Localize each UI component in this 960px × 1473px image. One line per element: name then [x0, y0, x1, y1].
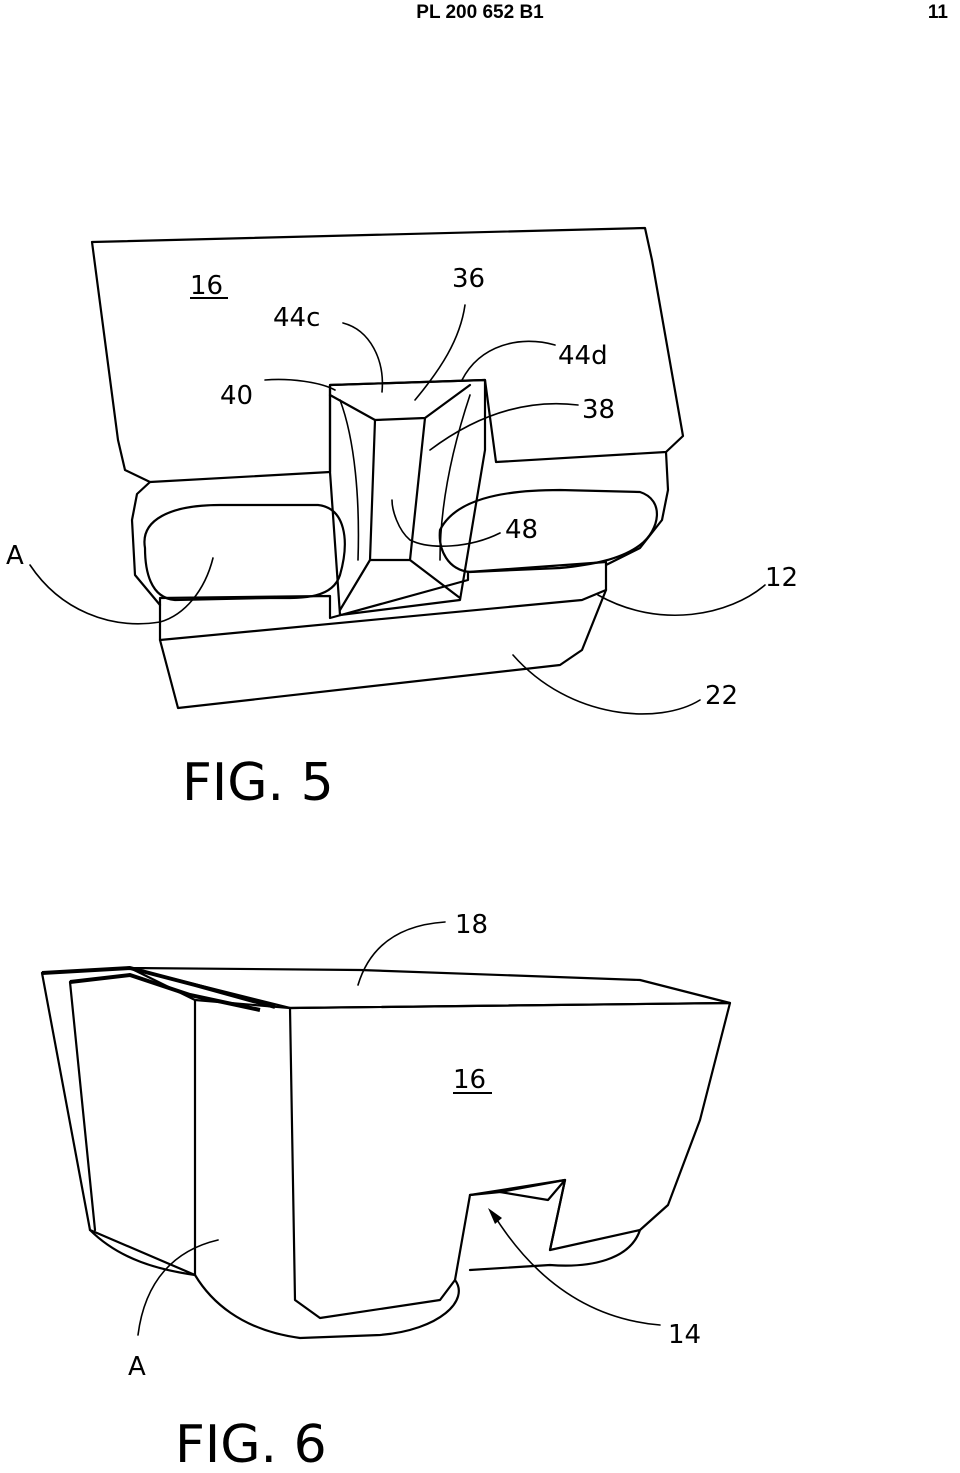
patent-number: PL 200 652 B1 [416, 2, 544, 23]
label-48: 48 [505, 515, 538, 545]
label-12: 12 [765, 563, 798, 593]
label-40: 40 [220, 381, 253, 411]
label-44c: 44c [273, 303, 320, 333]
figure-5-caption: FIG. 5 [182, 753, 334, 813]
label-36: 36 [452, 264, 485, 294]
label-16: 16 [453, 1065, 486, 1095]
label-18: 18 [455, 910, 488, 940]
label-38: 38 [582, 395, 615, 425]
page-number: 11 [927, 2, 948, 23]
label-44d: 44d [558, 341, 608, 371]
label-22: 22 [705, 681, 738, 711]
label-16: 16 [190, 271, 223, 301]
figure-5: 16 44c 36 44d 40 38 48 A 12 22 FIG. 5 [6, 226, 798, 813]
figure-6: 18 16 14 A FIG. 6 [40, 910, 732, 1473]
figure-6-caption: FIG. 6 [175, 1415, 327, 1473]
label-14: 14 [668, 1320, 701, 1350]
label-A: A [6, 541, 24, 571]
label-A: A [128, 1352, 146, 1382]
